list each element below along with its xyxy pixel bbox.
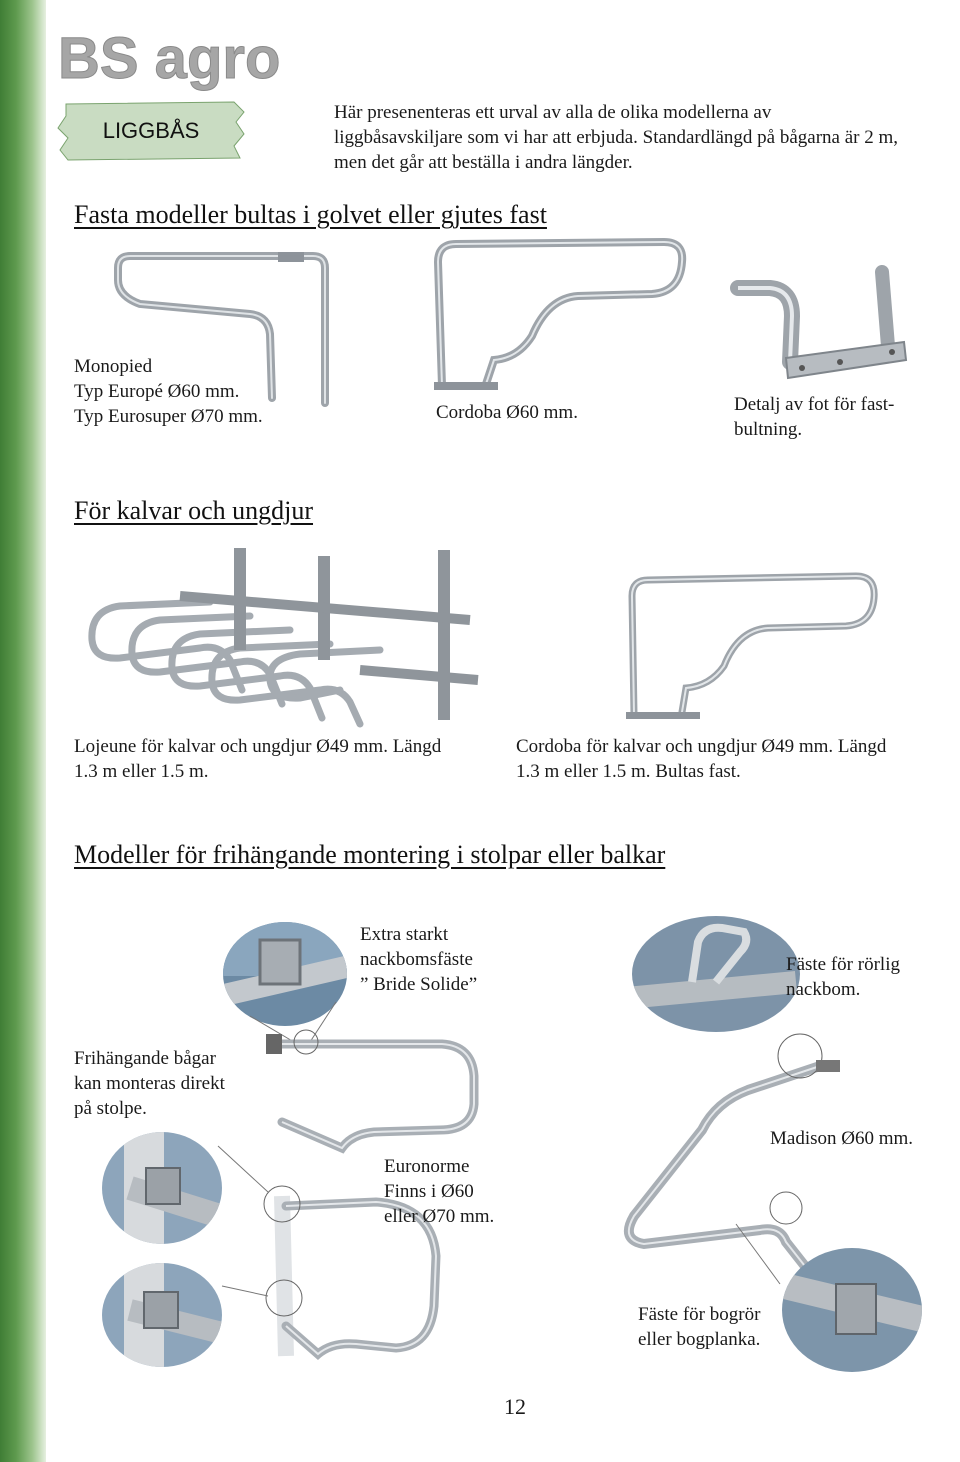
section-heading-calves: För kalvar och ungdjur <box>74 496 314 525</box>
section-heading-hanging: Modeller för frihängande montering i sto… <box>74 840 666 869</box>
caption-brisket-tube: Fäste för bogrör eller bogplanka. <box>638 1304 761 1350</box>
caption-bride-solide: Extra starkt nackbomsfäste ” Bride Solid… <box>360 924 478 995</box>
section-tag-label: LIGGBÅS <box>102 118 200 143</box>
caption-detail-foot: Detalj av fot för fast- bultning. <box>734 394 895 440</box>
lojeune-photo <box>88 548 479 728</box>
caption-euronorme: Euronorme Finns i Ø60 eller Ø70 mm. <box>384 1156 495 1227</box>
caption-lojeune: Lojeune för kalvar och ungdjur Ø49 mm. L… <box>74 736 442 782</box>
caption-madison: Madison Ø60 mm. <box>770 1128 914 1149</box>
post-clamp-detail-photo-upper <box>102 1132 222 1244</box>
euronorme-bar-photo <box>266 1029 479 1154</box>
caption-movable-neck-rail: Fäste för rörlig nackbom. <box>786 954 900 1000</box>
intro-paragraph: Här presenenteras ett urval av alla de o… <box>334 100 954 175</box>
movable-neck-rail-detail-photo <box>632 916 800 1032</box>
madison-photo <box>623 1033 840 1275</box>
monopied-photo <box>114 252 329 407</box>
page-number: 12 <box>504 1394 526 1419</box>
caption-free-hanging: Frihängande bågar kan monteras direkt på… <box>74 1048 225 1119</box>
caption-cordoba: Cordoba Ø60 mm. <box>436 402 578 423</box>
intro-line: Här presenenteras ett urval av alla de o… <box>334 102 772 123</box>
section-tag-shape <box>57 101 245 161</box>
section-heading-fixed: Fasta modeller bultas i golvet eller gju… <box>74 200 547 229</box>
intro-line: men det går att beställa i andra längder… <box>334 152 633 173</box>
cordoba-calves-photo <box>626 572 878 719</box>
brisket-tube-detail-photo <box>735 1223 922 1372</box>
bride-solide-detail-photo <box>223 922 347 1043</box>
detail-foot-photo <box>730 265 908 380</box>
caption-cordoba-calves: Cordoba för kalvar och ungdjur Ø49 mm. L… <box>516 736 887 782</box>
cordoba-photo <box>433 237 687 390</box>
left-green-stripe <box>0 0 46 1462</box>
bs-agro-logo: BS agro <box>58 26 281 92</box>
post-clamp-detail-photo-lower <box>102 1263 222 1367</box>
caption-monopied: Monopied Typ Europé Ø60 mm. Typ Eurosupe… <box>74 356 263 427</box>
intro-line: liggbåsavskiljare som vi har att erbjuda… <box>334 127 899 148</box>
free-hanging-stall-photo <box>217 1145 441 1360</box>
section-tag: LIGGBÅS <box>58 100 244 162</box>
logo-text: BS agro <box>58 26 280 91</box>
